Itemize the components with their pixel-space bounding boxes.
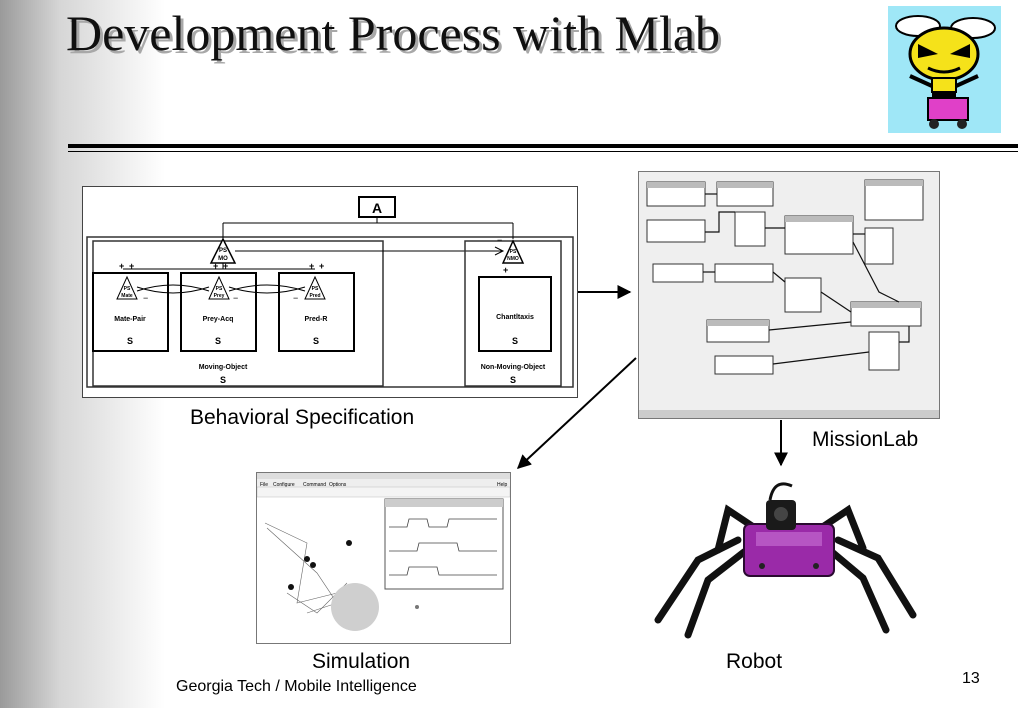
sim-obstacle (331, 583, 379, 631)
sim-target-dot (415, 605, 419, 609)
state-s: S (512, 336, 518, 346)
state-s: S (313, 336, 319, 346)
mlab-node (864, 179, 924, 221)
page-number: 13 (962, 670, 980, 687)
sign-minus: − (233, 293, 238, 303)
moving-object-label: Moving-Object (199, 364, 248, 371)
mlab-node (646, 219, 706, 243)
mlab-node (868, 331, 900, 371)
ps-pred-label-1: PS (312, 286, 319, 292)
chantltaxis-box (478, 276, 552, 352)
state-s: S (510, 375, 516, 385)
state-s: S (215, 336, 221, 346)
sim-robot-dot (304, 556, 310, 562)
behavioral-spec-caption: Behavioral Specification (190, 406, 415, 429)
simulation-screenshot: File Configure Command Options Help (256, 472, 511, 644)
chantltaxis-label: Chantltaxis (496, 314, 534, 321)
sign-minus: − (143, 293, 148, 303)
ps-nmo-label-1: PS (510, 249, 517, 255)
sign-plus: + (129, 261, 134, 271)
mlab-node (652, 263, 704, 283)
ps-nmo-node (501, 239, 525, 264)
behavioral-spec-diagram: A PS MO PS Mate PS Prey PS Pred (82, 186, 578, 398)
title-rule (68, 144, 1018, 148)
sign-plus: + (309, 261, 314, 271)
robot-legs (654, 504, 917, 639)
state-s: S (127, 336, 133, 346)
title-rule-thin (68, 151, 1018, 152)
bee-logo-icon (895, 15, 996, 129)
sim-menu-command[interactable]: Command (303, 482, 326, 488)
robot-photo (648, 470, 928, 640)
footer-text: Georgia Tech / Mobile Intelligence (176, 678, 417, 695)
yellow-jacket-logo (888, 6, 1001, 133)
mlab-node (714, 263, 774, 283)
sim-menu-configure[interactable]: Configure (273, 482, 295, 488)
arrow-missionlab-to-simulation (516, 357, 637, 469)
outer-frame (86, 236, 574, 388)
missionlab-caption: MissionLab (812, 428, 919, 451)
slide-title: Development Process with Mlab (66, 5, 721, 61)
state-s: S (220, 375, 226, 385)
simulation-caption: Simulation (312, 650, 411, 673)
sim-robot-dot (346, 540, 352, 546)
mlab-node (864, 227, 894, 265)
sign-plus: + (119, 261, 124, 271)
sign-minus: − (497, 235, 502, 245)
mlab-node (784, 215, 854, 255)
ps-nmo-label-2: NMO (507, 256, 519, 262)
sign-plus: + (213, 261, 218, 271)
sim-menu-help[interactable]: Help (497, 482, 508, 488)
sim-robot-dot (288, 584, 294, 590)
pred-r-label: Pred-R (305, 316, 328, 323)
robot-caption: Robot (726, 650, 783, 673)
missionlab-screenshot (638, 171, 940, 419)
prey-acq-label: Prey-Acq (203, 316, 234, 323)
sim-menu-file[interactable]: File (260, 482, 268, 488)
prey-acq-box (180, 272, 257, 352)
ps-pred-node (304, 275, 326, 300)
ps-pred-label-2: Pred (309, 293, 320, 299)
ps-prey-label-2: Prey (214, 293, 225, 299)
ps-mate-node (116, 275, 138, 300)
ps-prey-node (208, 275, 230, 300)
sign-minus: − (293, 293, 298, 303)
mate-pair-label: Mate-Pair (114, 316, 146, 323)
top-box-a-label: A (372, 200, 382, 216)
sim-plot-window (384, 498, 504, 590)
ps-prey-label-1: PS (216, 286, 223, 292)
sim-robot-dot (310, 562, 316, 568)
sign-plus: + (319, 261, 324, 271)
ps-mo-label-1: PS (219, 248, 227, 254)
sim-menu-options[interactable]: Options (329, 482, 347, 488)
ps-mate-label-2: Mate (121, 293, 133, 299)
ps-mate-label-1: PS (124, 286, 131, 292)
sign-plus: + (503, 265, 508, 275)
mate-pair-box (92, 272, 169, 352)
mlab-node (734, 211, 766, 247)
ps-mo-label-2: MO (218, 256, 228, 262)
non-moving-object-label: Non-Moving-Object (481, 364, 546, 371)
mlab-node (714, 355, 774, 375)
sign-plus: + (223, 261, 228, 271)
pred-r-box (278, 272, 355, 352)
mlab-node (784, 277, 822, 313)
